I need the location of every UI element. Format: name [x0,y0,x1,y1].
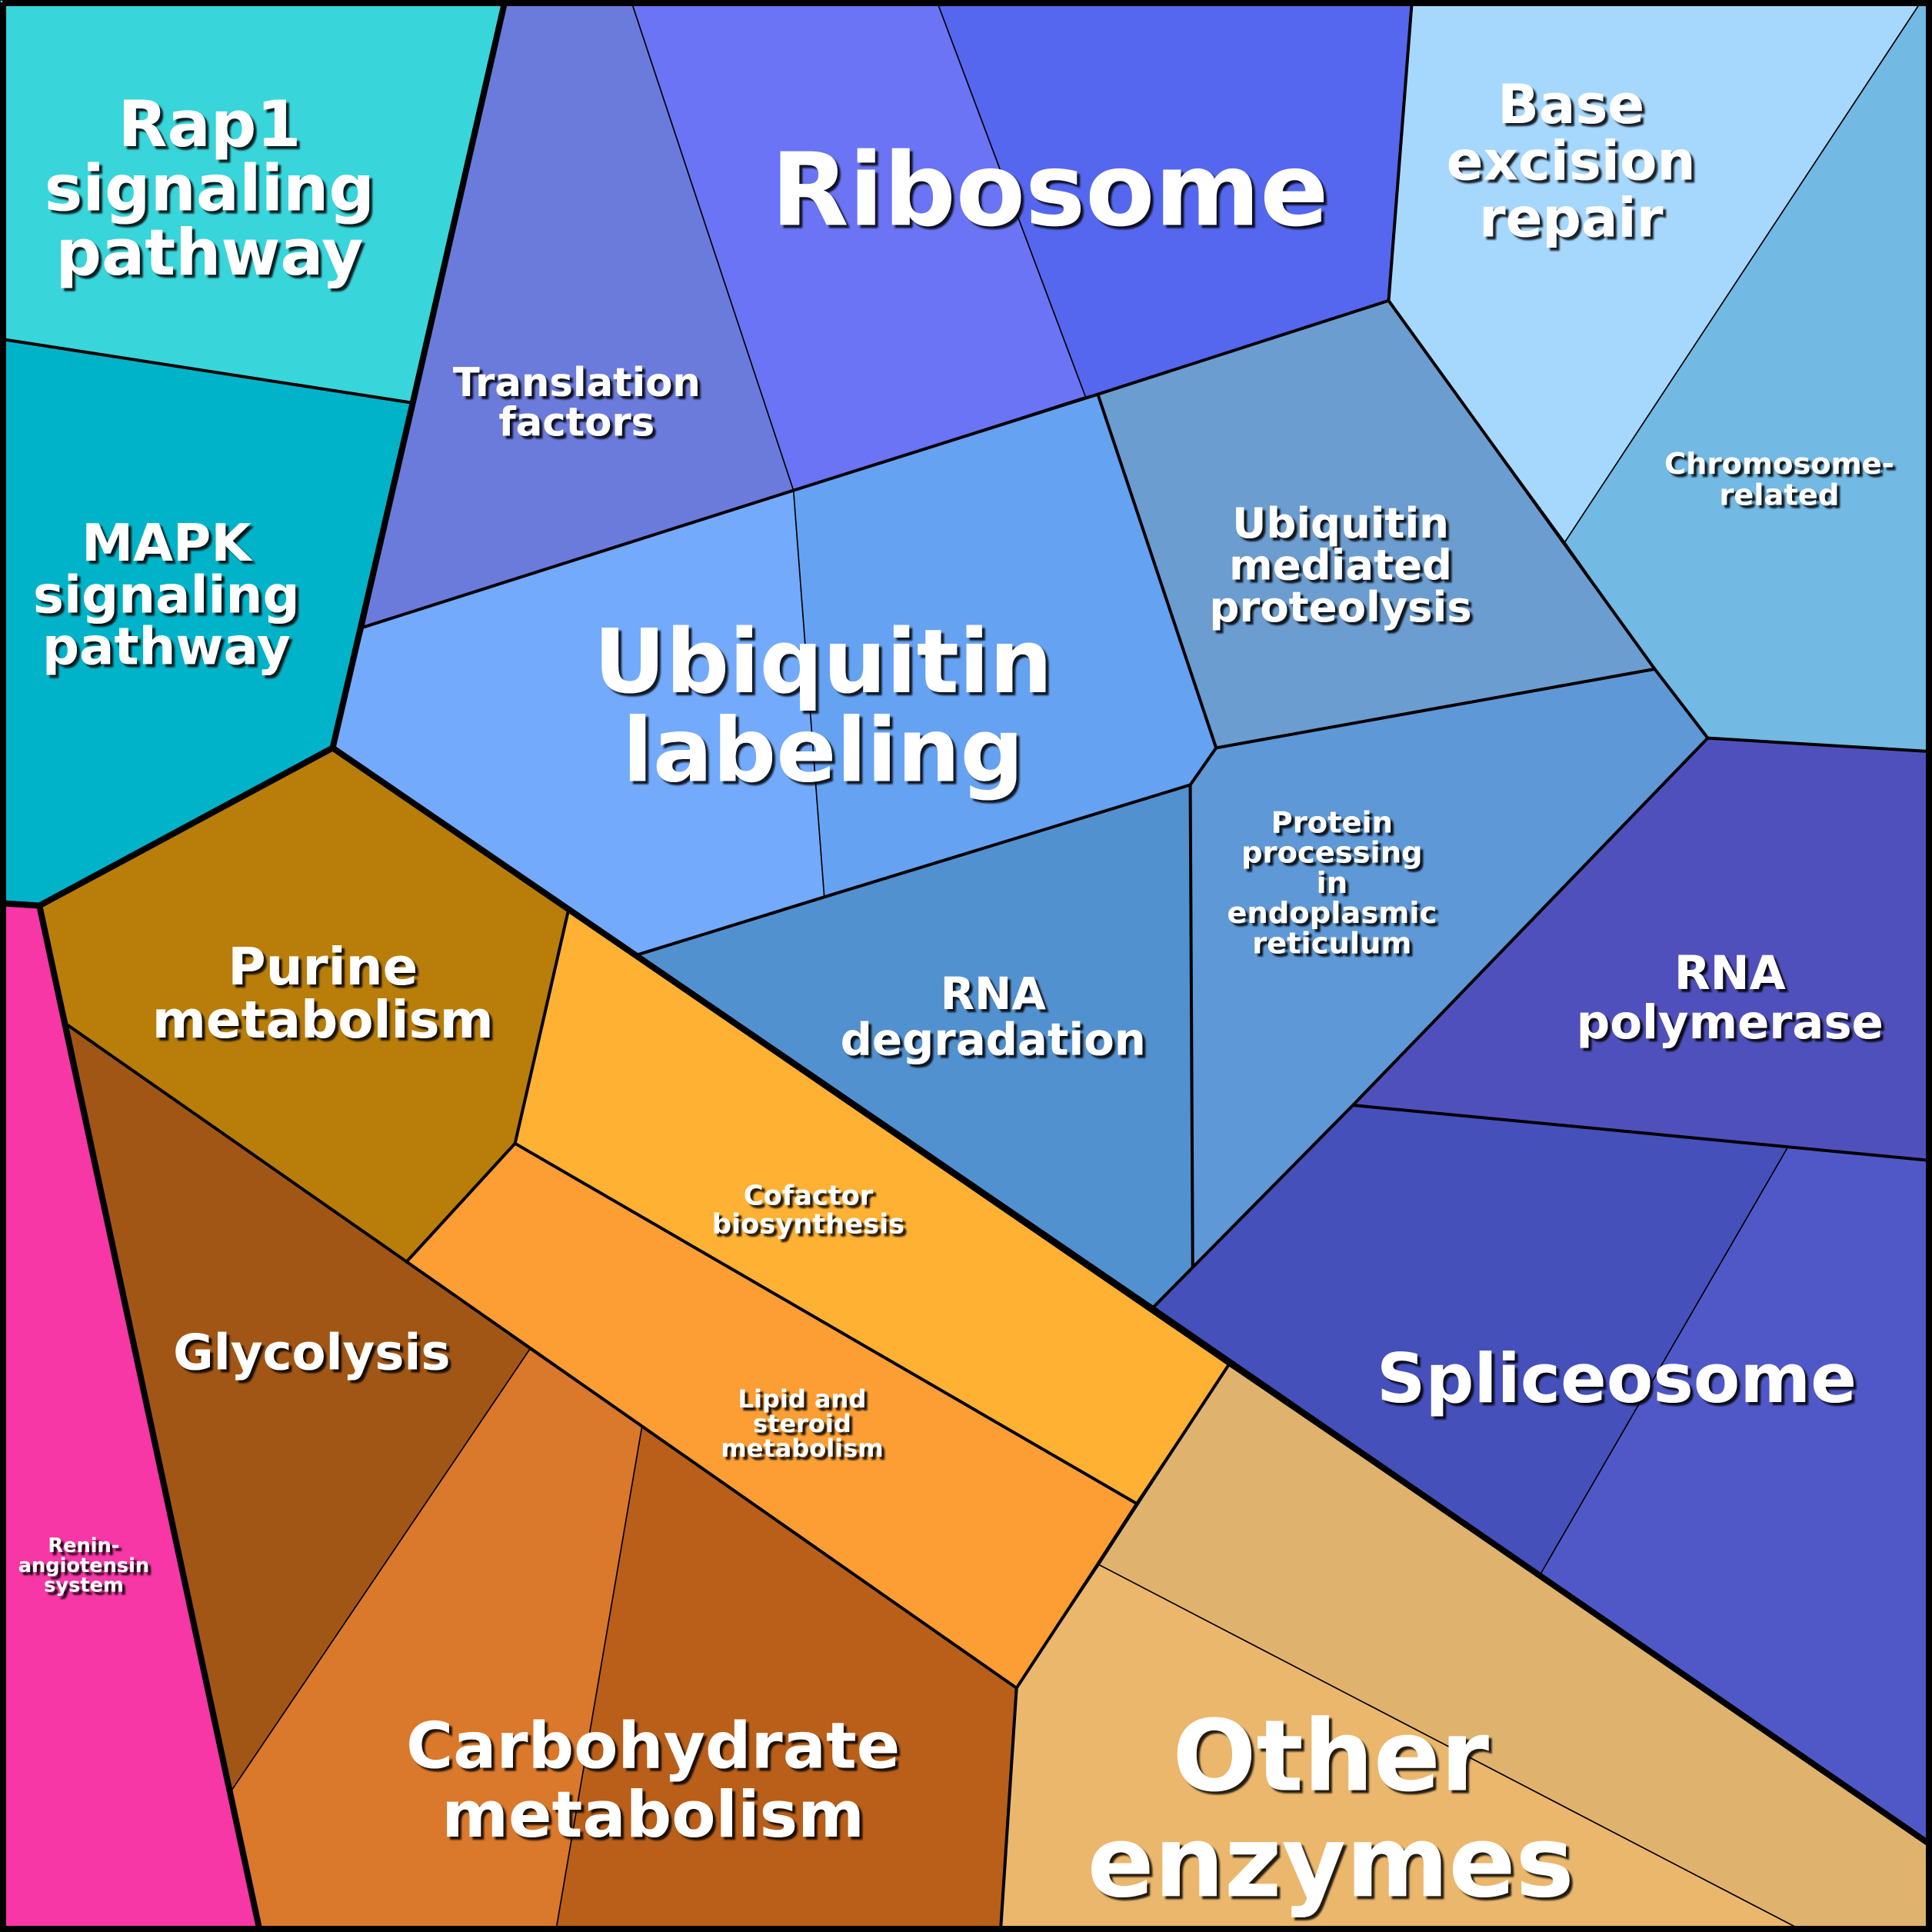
label-line: Ubiquitin [594,611,1053,714]
label-line: labeling [622,700,1024,803]
label-line: Other [1172,1699,1489,1814]
label-line: endoplasmic [1227,896,1437,931]
label-line: Cofactor [744,1181,874,1212]
label-line: polymerase [1577,995,1884,1050]
label-line: factors [498,399,655,445]
subgroup-border [405,1260,1018,1690]
label-glycolysis: Glycolysis [173,1325,450,1382]
label-line: degradation [841,1013,1146,1065]
label-line: Purine [228,937,418,997]
label-line: proteolysis [1209,582,1471,631]
label-line: RNA [941,968,1047,1020]
label-line: in [1317,866,1348,901]
label-line: Protein [1271,805,1394,840]
subgroup-border [636,783,1191,957]
label-line: Chromosome- [1664,447,1894,481]
subgroup-border [66,1024,408,1264]
subgroup-border [1352,1104,1932,1163]
label-line: Spliceosome [1377,1339,1857,1418]
subgroup-border [1096,394,1218,1267]
label-spliceosome: Spliceosome [1377,1339,1857,1418]
label-line: steroid [753,1409,851,1438]
label-line: processing [1241,836,1423,871]
label-line: RNA [1674,946,1786,1001]
label-ribosome: Ribosome [771,131,1329,248]
label-line: Base [1497,73,1644,136]
label-line: mediated [1229,540,1452,589]
label-line: angiotensin [18,1554,149,1577]
label-line: Glycolysis [173,1325,450,1382]
subgroup-border [0,337,413,405]
label-line: pathway [55,215,363,290]
label-line: metabolism [721,1434,883,1463]
label-line: Ubiquitin [1232,498,1449,548]
label-line: pathway [42,617,291,677]
label-line: Translation [453,360,701,406]
group-border [331,745,1932,1849]
subgroup-border [1215,667,1655,750]
label-line: MAPK [82,513,253,573]
label-line: related [1719,478,1839,512]
label-line: enzymes [1088,1805,1574,1920]
label-line: Ribosome [771,131,1329,248]
label-line: signaling [33,565,300,625]
label-line: repair [1479,186,1664,249]
label-line: biosynthesis [712,1209,904,1241]
label-line: signaling [45,152,375,226]
label-line: metabolism [441,1777,864,1852]
label-line: Rap1 [118,87,301,162]
label-line: system [44,1574,124,1597]
label-line: reticulum [1252,926,1411,961]
label-line: metabolism [152,990,494,1050]
label-line: Lipid and [738,1384,867,1414]
group-border [36,904,263,1932]
subgroup-border [514,1141,1138,1505]
label-chromosome-related: Chromosome-related [1664,447,1894,512]
label-line: excision [1447,130,1696,193]
subgroup-border [1387,299,1932,754]
label-line: Carbohydrate [406,1708,900,1783]
label-line: Renin- [48,1534,119,1557]
